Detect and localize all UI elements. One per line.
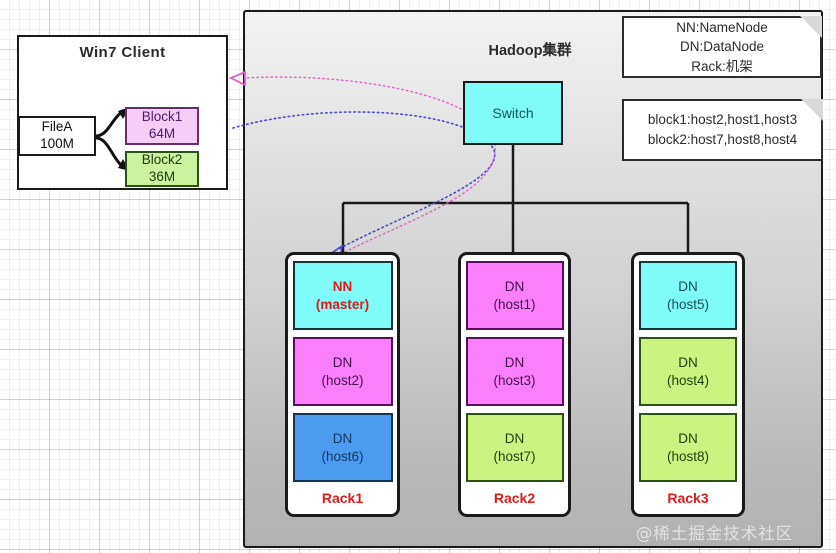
block1-size: 64M (148, 126, 176, 141)
node-dn-host1[interactable]: DN (host1) (465, 261, 564, 330)
node-host: (host8) (666, 448, 710, 464)
legend-line-3: Rack:机架 (691, 58, 753, 74)
node-dn-host7[interactable]: DN (host7) (465, 413, 564, 482)
node-dn-host6[interactable]: DN (host6) (292, 413, 393, 482)
block2-size: 36M (148, 169, 176, 184)
node-host: (host1) (493, 296, 536, 312)
rack-label: Rack3 (667, 490, 709, 506)
file-a-box: FileA 100M (18, 116, 96, 156)
file-size: 100M (40, 136, 74, 151)
node-role: DN (504, 430, 525, 446)
node-role: DN (504, 278, 525, 294)
block1-box: Block1 64M (125, 107, 199, 145)
node-host: (host4) (666, 372, 710, 388)
node-role: DN (504, 354, 525, 370)
block1-name: Block1 (141, 109, 183, 125)
node-role: DN (678, 354, 698, 370)
watermark: @稀土掘金技术社区 (635, 524, 794, 543)
node-host: (host3) (493, 372, 536, 388)
node-role: DN (332, 430, 353, 446)
note-fold-icon (801, 99, 823, 121)
rack-label: Rack2 (493, 490, 536, 506)
client-title: Win7 Client (79, 43, 166, 61)
block2-box: Block2 36M (125, 151, 199, 187)
node-dn-host4[interactable]: DN (host4) (639, 337, 737, 406)
node-nn-master[interactable]: NN (master) (292, 261, 393, 330)
node-role: DN (332, 354, 353, 370)
node-host: (host2) (321, 372, 364, 388)
cluster-title: Hadoop集群 (488, 42, 572, 59)
legend-line-2: DN:DataNode (679, 39, 765, 55)
block-placement-note: block1:host2,host1,host3 block2:host7,ho… (622, 99, 823, 161)
rack-1: NN (master) DN (host2) DN (host6) Rack1 (285, 252, 400, 517)
node-host: (host6) (321, 448, 364, 464)
block2-name: Block2 (141, 152, 183, 168)
node-host: (master) (315, 296, 370, 312)
node-role: NN (332, 278, 353, 294)
block-placement-line-1: block1:host2,host1,host3 (647, 112, 798, 128)
file-name: FileA (41, 119, 73, 135)
rack-label: Rack1 (321, 490, 364, 506)
legend-note: NN:NameNode DN:DataNode Rack:机架 (622, 16, 822, 78)
node-dn-host2[interactable]: DN (host2) (292, 337, 393, 406)
block-placement-line-2: block2:host7,host8,host4 (647, 132, 798, 147)
node-dn-host8[interactable]: DN (host8) (639, 413, 737, 482)
node-dn-host3[interactable]: DN (host3) (465, 337, 564, 406)
switch-node[interactable]: Switch (463, 81, 563, 145)
node-host: (host7) (493, 448, 536, 464)
rack-3: DN (host5) DN (host4) DN (host8) Rack3 (631, 252, 745, 517)
node-host: (host5) (666, 296, 710, 312)
node-role: DN (678, 430, 698, 446)
note-fold-icon (800, 16, 822, 38)
node-role: DN (678, 278, 698, 294)
legend-line-1: NN:NameNode (676, 19, 768, 35)
rack-2: DN (host1) DN (host3) DN (host7) Rack2 (458, 252, 571, 517)
node-dn-host5[interactable]: DN (host5) (639, 261, 737, 330)
